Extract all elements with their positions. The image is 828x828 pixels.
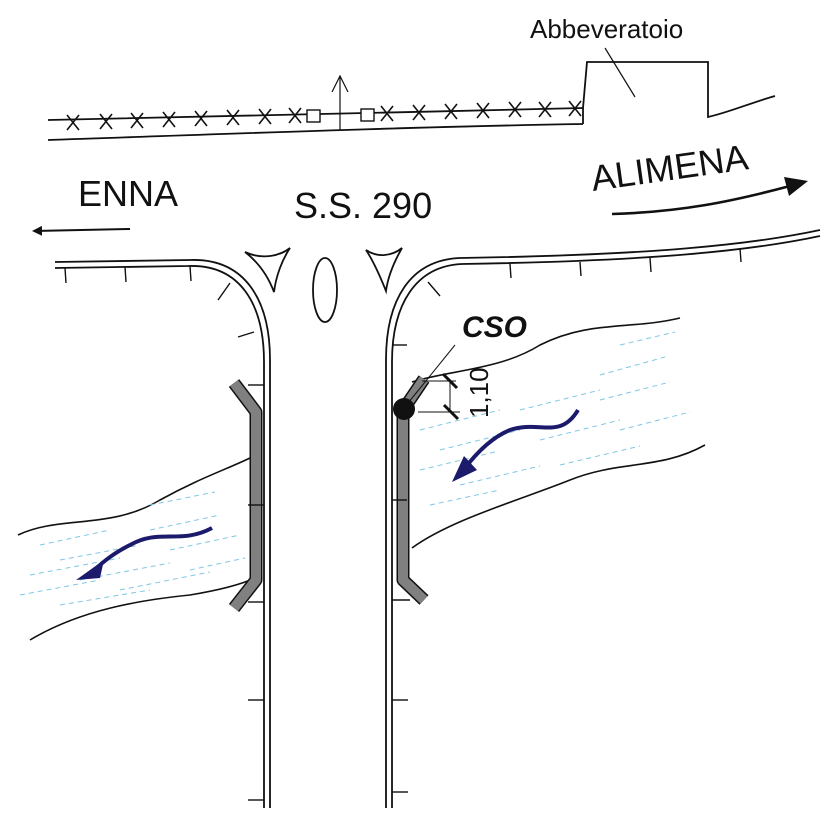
trough-building <box>582 61 776 119</box>
fence-post-box <box>360 108 375 122</box>
traffic-island-center <box>312 257 338 323</box>
stream-east <box>411 317 706 549</box>
fence-cross-mark <box>476 102 490 119</box>
alimena-direction-arrow <box>611 184 791 216</box>
east-direction-label: ALIMENA <box>588 136 750 199</box>
fence-cross-mark <box>444 103 458 120</box>
fence-post-box <box>306 109 321 123</box>
water-hatching-east <box>419 331 691 506</box>
flow-arrow-west <box>90 526 213 574</box>
fence-cross-mark <box>538 101 552 118</box>
cso-point <box>393 398 415 420</box>
flow-arrowhead-east <box>452 456 477 482</box>
north-arrow-icon <box>331 74 349 93</box>
fence-cross-mark <box>99 113 113 130</box>
fence-line <box>66 100 582 131</box>
alimena-arrowhead-icon <box>784 177 808 196</box>
cso-label: CSO <box>462 311 527 344</box>
stream-west <box>17 457 256 641</box>
flow-arrow-east <box>463 408 580 470</box>
fence-cross-mark <box>288 107 302 124</box>
dimension-label: 1,10 <box>464 367 494 418</box>
road-edge-ticks <box>64 247 742 801</box>
enna-direction-arrow <box>32 225 131 236</box>
fence-cross-mark <box>380 105 394 122</box>
trough-label: Abbeveratoio <box>530 14 683 44</box>
fence-cross-mark <box>130 112 144 129</box>
fence-cross-mark <box>568 100 582 117</box>
fence-cross-mark <box>66 114 80 131</box>
flow-arrowhead-west <box>76 560 104 580</box>
cso-leader-line <box>403 344 456 409</box>
fence-cross-mark <box>194 110 208 127</box>
west-direction-label: ENNA <box>78 173 178 214</box>
fence-cross-mark <box>508 101 522 118</box>
fence-cross-mark <box>258 108 272 125</box>
trough-leader-line <box>604 47 636 98</box>
traffic-island-left <box>244 247 291 293</box>
fence-cross-mark <box>412 104 426 121</box>
water-hatching-west <box>19 491 246 606</box>
dimension-marker <box>418 372 460 421</box>
road-ss290 <box>47 107 821 808</box>
fence-cross-mark <box>226 109 240 126</box>
traffic-island-right <box>365 247 403 295</box>
road-label: S.S. 290 <box>294 185 432 226</box>
fence-cross-mark <box>162 111 176 128</box>
